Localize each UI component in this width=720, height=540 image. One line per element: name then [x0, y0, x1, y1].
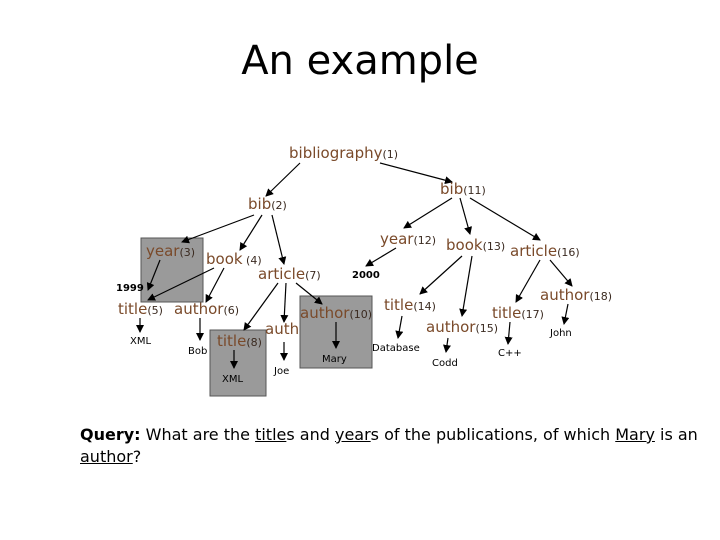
edge-4-6 — [205, 267, 225, 303]
node-title-14: title(14) — [384, 296, 436, 314]
slide-title: An example — [241, 38, 479, 84]
query-term-author: author — [80, 447, 133, 466]
node-book-4: book (4) — [206, 250, 262, 268]
node-title-8: title(8) — [217, 332, 262, 350]
leaf-1999: 1999 — [116, 283, 144, 294]
query-term-year: year — [334, 425, 371, 444]
leaf-cpp: C++ — [498, 348, 522, 359]
query-part: What are the — [140, 425, 256, 444]
leaf-mary: Mary — [322, 354, 347, 365]
edge-16-18 — [549, 259, 573, 287]
node-bib-2: bib(2) — [248, 195, 287, 213]
edge-15-codd — [443, 337, 451, 353]
edge-7-10 — [295, 282, 323, 305]
edge-11-13 — [459, 197, 472, 235]
leaf-john: John — [549, 328, 572, 339]
node-bibliography: bibliography(1) — [289, 144, 398, 162]
node-book-13: book(13) — [446, 236, 505, 254]
edge-2-4 — [239, 214, 263, 251]
query-part: ? — [132, 447, 142, 466]
edge-12-2000 — [365, 247, 397, 267]
edge-13-14 — [419, 255, 463, 295]
edge-11-12 — [403, 197, 453, 229]
node-title-17: title(17) — [492, 304, 544, 322]
node-bib-11: bib(11) — [440, 180, 486, 198]
edge-13-15 — [459, 255, 473, 317]
edge-2-7 — [271, 214, 287, 265]
node-author-6: author(6) — [174, 300, 239, 318]
query-term-mary: Mary — [615, 425, 655, 444]
node-auth-9: auth — [265, 320, 299, 338]
edge-16-17 — [515, 259, 541, 303]
node-author-18: author(18) — [540, 286, 612, 304]
edge-1-11 — [379, 162, 453, 185]
edge-7-8 — [243, 282, 279, 331]
edge-17-cpp — [504, 321, 513, 345]
leaf-2000: 2000 — [352, 270, 380, 281]
leaf-xml-1: XML — [130, 336, 151, 347]
edge-2-3 — [181, 214, 255, 244]
query-label: Query: — [80, 425, 141, 444]
leaf-joe: Joe — [273, 366, 289, 377]
query-text: Query: What are the titles and years of … — [80, 424, 700, 468]
query-part: is an — [654, 425, 698, 444]
edge-11-16 — [469, 197, 541, 241]
edge-14-database — [395, 315, 404, 339]
edge-18-john — [561, 303, 570, 325]
query-part: s and — [286, 425, 335, 444]
edge-1-2 — [265, 162, 301, 197]
edge-4-5 — [147, 267, 215, 301]
leaf-xml-2: XML — [222, 374, 243, 385]
node-article-7: article(7) — [258, 265, 321, 283]
highlight-title8-box — [209, 329, 267, 397]
node-year-12: year(12) — [380, 230, 436, 248]
node-title-5: title(5) — [118, 300, 163, 318]
node-author-15: author(15) — [426, 318, 498, 336]
leaf-database: Database — [372, 343, 420, 354]
node-author-10: author(10) — [300, 304, 372, 322]
leaf-codd: Codd — [432, 358, 458, 369]
node-article-16: article(16) — [510, 242, 580, 260]
query-term-title: title — [255, 425, 287, 444]
edge-3-1999 — [146, 259, 161, 291]
leaf-bob: Bob — [188, 346, 207, 357]
highlight-year3-box — [140, 237, 204, 303]
query-part: s of the publications, of which — [370, 425, 616, 444]
edge-7-9 — [280, 282, 289, 323]
node-year-3: year(3) — [146, 242, 195, 260]
